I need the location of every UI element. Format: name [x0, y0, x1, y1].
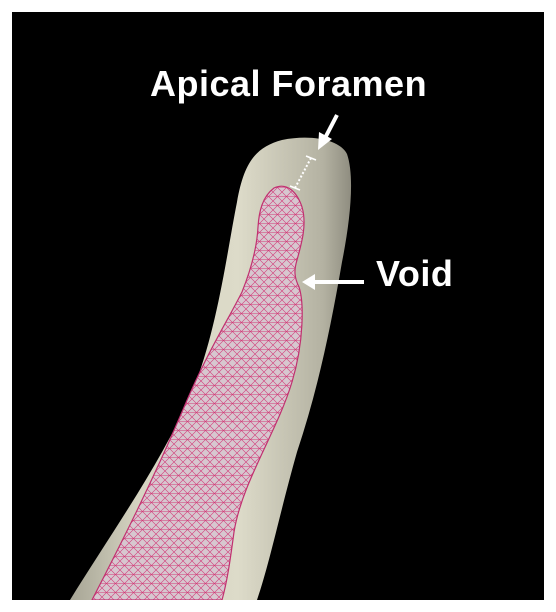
- tooth-render-scene: Apical Foramen Void: [12, 12, 544, 600]
- apical-foramen-label: Apical Foramen: [150, 66, 427, 102]
- void-label: Void: [376, 256, 453, 292]
